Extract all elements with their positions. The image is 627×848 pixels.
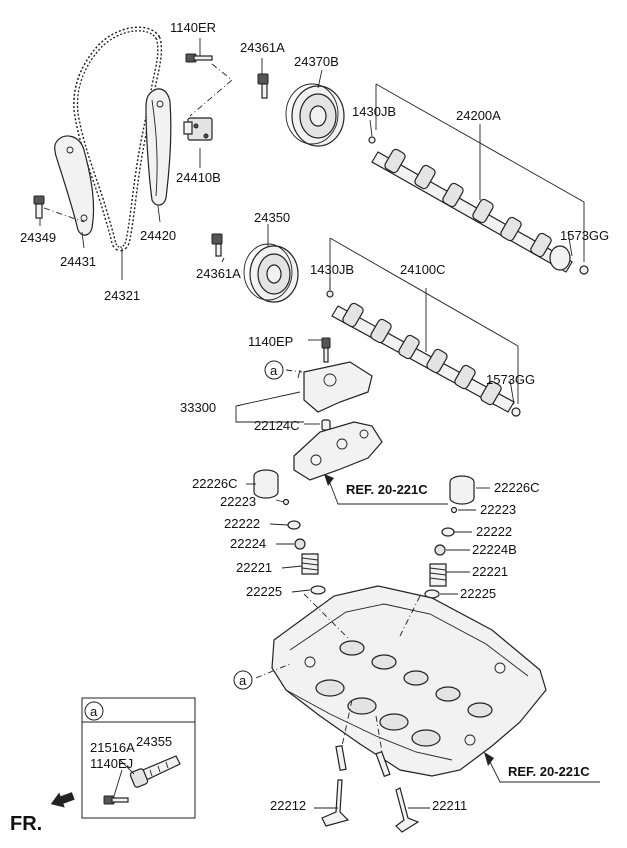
label-22226C-right: 22226C bbox=[494, 480, 540, 495]
cam-sprocket-24370B bbox=[285, 83, 345, 147]
label-24100C: 24100C bbox=[400, 262, 446, 277]
cam-carrier bbox=[293, 421, 383, 481]
label-33300: 33300 bbox=[180, 400, 216, 415]
label-24361A-mid: 24361A bbox=[196, 266, 241, 281]
callout-a-circle-main bbox=[264, 360, 284, 380]
label-24321: 24321 bbox=[104, 288, 140, 303]
label-22223-left: 22223 bbox=[220, 494, 256, 509]
label-1573GG-mid: 1573GG bbox=[486, 372, 535, 387]
label-24410B: 24410B bbox=[176, 170, 221, 185]
label-22221-left: 22221 bbox=[236, 560, 272, 575]
camshaft-24200A bbox=[368, 136, 589, 275]
label-1430JB-mid: 1430JB bbox=[310, 262, 354, 277]
dowel-22124C bbox=[321, 419, 331, 431]
bolt-24361A-mid bbox=[211, 233, 223, 257]
label-1140EP: 1140EP bbox=[248, 334, 293, 349]
callout-a-circle-inset bbox=[84, 701, 104, 721]
inset-box-a bbox=[81, 697, 196, 819]
valve-train-right bbox=[424, 475, 475, 599]
label-24350: 24350 bbox=[254, 210, 290, 225]
label-1140EJ: 1140EJ bbox=[90, 756, 133, 771]
label-22221-right: 22221 bbox=[472, 564, 508, 579]
label-22222-left: 22222 bbox=[224, 516, 260, 531]
label-1430JB-top: 1430JB bbox=[352, 104, 396, 119]
label-22224B: 22224B bbox=[472, 542, 517, 557]
cam-sprocket-24350 bbox=[243, 243, 299, 303]
label-1140ER: 1140ER bbox=[170, 20, 216, 35]
label-22222-right: 22222 bbox=[476, 524, 512, 539]
label-22225-left: 22225 bbox=[246, 584, 282, 599]
label-24431: 24431 bbox=[60, 254, 96, 269]
valve-22212 bbox=[321, 779, 350, 827]
leader-lines bbox=[39, 38, 573, 809]
camshaft-24100C bbox=[326, 290, 521, 417]
ref-label-top: REF. 20-221C bbox=[346, 482, 428, 497]
cylinder-head bbox=[271, 585, 547, 777]
bolt-24349 bbox=[33, 195, 45, 219]
label-24349: 24349 bbox=[20, 230, 56, 245]
cam-cap-33300 bbox=[303, 337, 373, 413]
label-22212: 22212 bbox=[270, 798, 306, 813]
valve-train-left bbox=[253, 469, 326, 595]
callout-a-inset: a bbox=[90, 704, 98, 719]
bolt-24361A-top bbox=[257, 73, 269, 99]
label-22124C: 22124C bbox=[254, 418, 300, 433]
callout-a-main: a bbox=[270, 363, 278, 378]
label-22226C-left: 22226C bbox=[192, 476, 238, 491]
label-24355: 24355 bbox=[136, 734, 172, 749]
label-1573GG-top: 1573GG bbox=[560, 228, 609, 243]
valve-22211 bbox=[395, 787, 420, 833]
front-direction-label: FR. bbox=[10, 813, 42, 835]
callout-a-circle-head bbox=[233, 670, 253, 690]
label-24361A-top: 24361A bbox=[240, 40, 285, 55]
chain-guide-24431 bbox=[54, 135, 95, 236]
label-22225-right: 22225 bbox=[460, 586, 496, 601]
ref-label-bottom: REF. 20-221C bbox=[508, 764, 590, 779]
label-24370B: 24370B bbox=[294, 54, 339, 69]
label-22224: 22224 bbox=[230, 536, 266, 551]
chain-tensioner-24410B bbox=[183, 117, 213, 141]
label-22223-right: 22223 bbox=[480, 502, 516, 517]
front-direction-arrow bbox=[50, 792, 75, 808]
label-24200A: 24200A bbox=[456, 108, 501, 123]
chain-guide-24420 bbox=[145, 88, 172, 206]
label-21516A: 21516A bbox=[90, 740, 135, 755]
bolt-1140ER bbox=[185, 53, 213, 63]
callout-a-head: a bbox=[239, 673, 247, 688]
label-22211: 22211 bbox=[432, 798, 467, 813]
label-24420: 24420 bbox=[140, 228, 176, 243]
